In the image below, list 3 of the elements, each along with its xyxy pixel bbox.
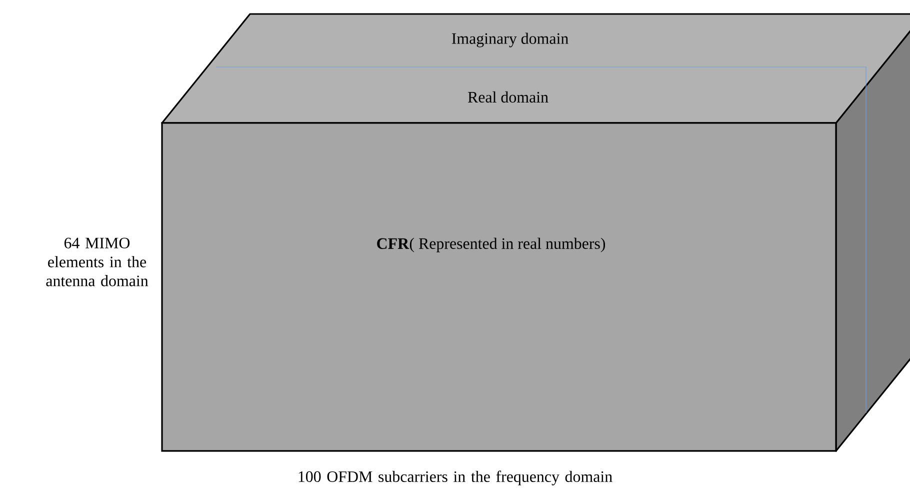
axis-label: 64 MIMO elements in the antenna domain: [46, 238, 148, 286]
axis-label: 100 OFDM subcarriers in the frequency domain: [298, 470, 612, 486]
front-face: CFR( Represented in real numbers): [161, 122, 837, 452]
